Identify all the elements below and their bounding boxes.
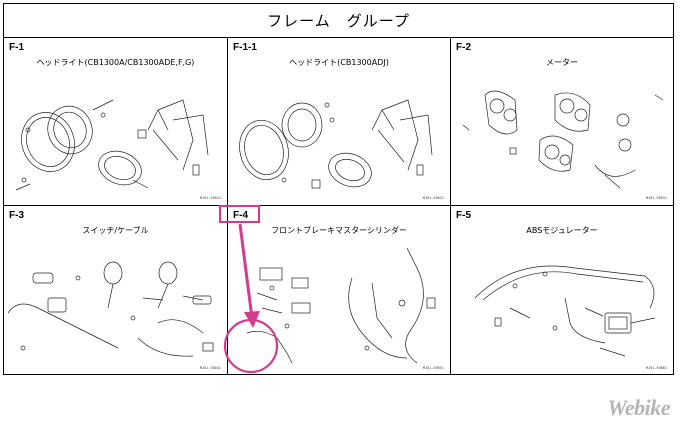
section-name: スイッチ/ケーブル [82, 226, 149, 235]
diagram-ref: MJ01-E0031 [645, 196, 667, 200]
diagram-ref: MJ01-E0041 [199, 366, 221, 370]
diagram-ref: MJ01-E0021 [199, 196, 221, 200]
section-f4[interactable]: F-4 フロントブレーキマスターシリンダー MJ01-E0051 [228, 206, 451, 375]
meter-diagram [462, 90, 664, 189]
abs-modulator-diagram [474, 265, 656, 357]
section-code: F-3 [9, 210, 24, 221]
headlight-diagram [15, 99, 209, 191]
headlight-diagram [239, 99, 433, 189]
diagram-ref: MJ01-E0021 [422, 196, 444, 200]
switch-cable-diagram [8, 261, 214, 357]
diagram-ref: MJ01-E0051 [422, 366, 444, 370]
section-f5[interactable]: F-5 ABSモジュレーター MJ01-E0061 [451, 206, 673, 375]
webike-watermark: Webike [607, 395, 670, 420]
f4-highlight-box [219, 205, 260, 223]
section-code: F-2 [456, 42, 471, 53]
section-f1-1[interactable]: F-1-1 ヘッドライト(CB1300ADJ) MJ01-E0021 [228, 38, 451, 206]
section-grid: F-1 ヘッドライト(CB1300A/CB1300ADE,F,G) MJ01-E… [4, 38, 673, 375]
section-name: ABSモジュレーター [526, 226, 598, 235]
section-code: F-4 [233, 210, 248, 221]
section-name: メーター [546, 58, 578, 67]
diagram-ref: MJ01-E0061 [645, 366, 667, 370]
section-name: フロントブレーキマスターシリンダー [271, 226, 407, 235]
section-name: ヘッドライト(CB1300ADJ) [289, 58, 389, 67]
section-name: ヘッドライト(CB1300A/CB1300ADE,F,G) [36, 58, 195, 67]
parts-catalog-frame: フレーム グループ F-1 ヘッドライト(CB1300A/CB1300ADE,F… [3, 3, 674, 375]
section-code: F-1 [9, 42, 24, 53]
page-title: フレーム グループ [4, 4, 673, 38]
section-f2[interactable]: F-2 メーター MJ01-E0031 [451, 38, 673, 206]
section-code: F-1-1 [233, 42, 257, 53]
section-code: F-5 [456, 210, 471, 221]
section-f1[interactable]: F-1 ヘッドライト(CB1300A/CB1300ADE,F,G) MJ01-E… [4, 38, 228, 206]
section-f3[interactable]: F-3 スイッチ/ケーブル MJ01-E0041 [4, 206, 228, 375]
brake-master-cylinder-diagram [246, 247, 436, 364]
